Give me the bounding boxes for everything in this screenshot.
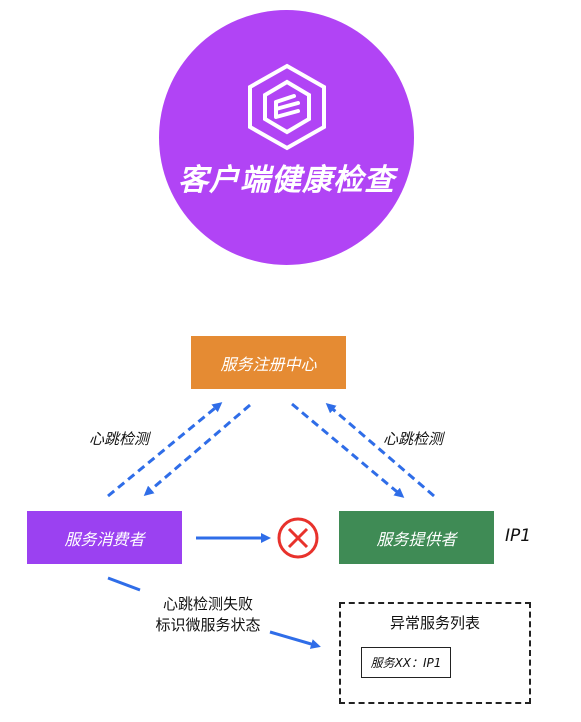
hexagon-e-logo-icon xyxy=(248,63,326,151)
abnormal-service-list: 异常服务列表 服务XX：IP1 xyxy=(339,602,531,704)
hero-title: 客户端健康检查 xyxy=(178,163,395,198)
abnormal-list-item: 服务XX：IP1 xyxy=(361,647,451,678)
fail-note-arrow-a xyxy=(107,576,141,592)
heartbeat-left-down-arrow xyxy=(143,403,251,496)
heartbeat-right-up-arrow xyxy=(325,403,435,498)
x-circle-icon xyxy=(277,517,319,559)
heartbeat-label-left: 心跳检测 xyxy=(89,430,150,448)
service-consumer-node: 服务消费者 xyxy=(27,511,182,564)
abnormal-list-title: 异常服务列表 xyxy=(389,614,480,632)
hero-badge: 客户端健康检查 xyxy=(159,10,414,265)
service-provider-node: 服务提供者 xyxy=(339,511,494,564)
heartbeat-right-down-arrow xyxy=(291,402,405,498)
fail-note-line-2: 标识微服务状态 xyxy=(155,616,261,634)
heartbeat-fail-note: 心跳检测失败 标识微服务状态 xyxy=(148,594,268,636)
heartbeat-left-up-arrow xyxy=(107,402,223,498)
fail-note-line-1: 心跳检测失败 xyxy=(162,595,253,613)
provider-ip-label: IP1 xyxy=(505,526,532,546)
fail-note-arrow-b xyxy=(269,630,321,649)
service-registry-node: 服务注册中心 xyxy=(191,336,346,389)
heartbeat-label-right: 心跳检测 xyxy=(383,430,444,448)
